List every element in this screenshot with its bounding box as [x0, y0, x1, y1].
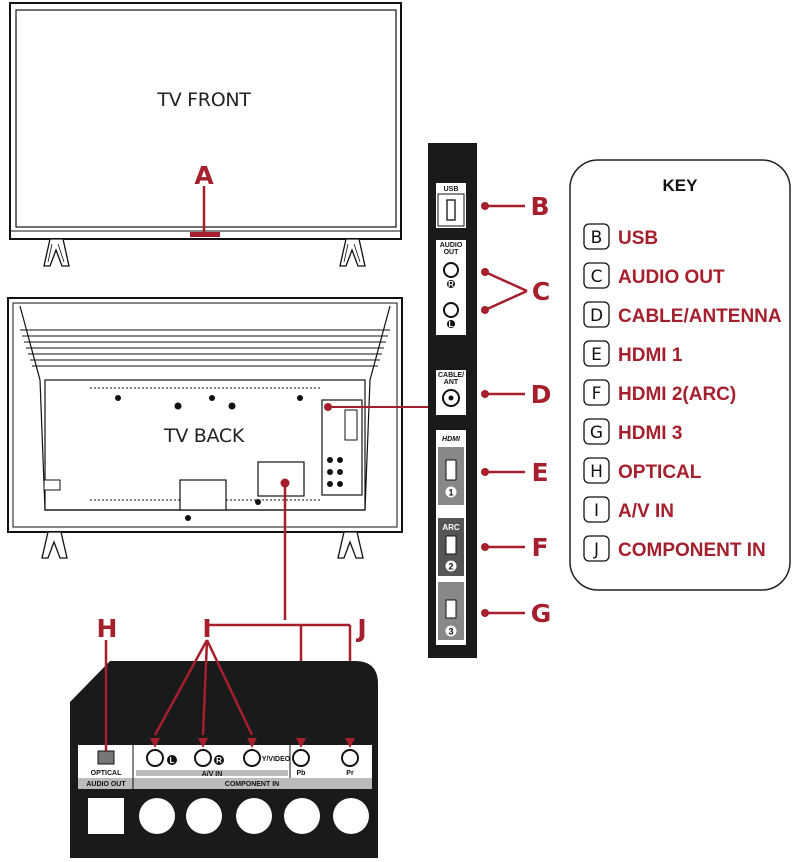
- key-letter-box: [583, 340, 610, 367]
- side-callouts: [481, 202, 528, 617]
- callout-letter-e: E: [531, 458, 548, 487]
- audio-r-label: R: [448, 280, 454, 289]
- leader-back-to-side: [324, 403, 430, 411]
- key-letter-box: [583, 379, 610, 406]
- component-in-label: COMPONENT IN: [225, 781, 279, 788]
- callout-letter-f: F: [531, 533, 548, 562]
- tv-back: TV BACK: [7, 297, 403, 559]
- optical-label: OPTICAL: [91, 770, 122, 777]
- key-letter: D: [590, 306, 603, 326]
- key-letter: I: [594, 501, 599, 521]
- tv-front-label: TV FRONT: [156, 89, 251, 111]
- key-items: B USB C AUDIO OUT D CABLE/ANTENNA E HDMI 1 F HDMI…: [583, 223, 782, 562]
- hdmi1-number: 1: [448, 488, 453, 498]
- hdmi3-number: 3: [448, 627, 453, 637]
- key-item-label: HDMI 2(ARC): [618, 384, 736, 405]
- callout-letter-i: I: [202, 614, 211, 643]
- key-letter: G: [590, 423, 603, 443]
- audio-out-bottom-label: AUDIO OUT: [86, 781, 126, 788]
- key-item: E HDMI 1: [583, 340, 683, 367]
- key-letter-box: [583, 535, 610, 562]
- key-item: J COMPONENT IN: [583, 535, 766, 562]
- av-l-label: L: [170, 756, 175, 765]
- callout-letter-b: B: [530, 192, 549, 221]
- key-letter: J: [593, 540, 599, 560]
- hdmi-arc-label: ARC: [442, 523, 460, 532]
- key-letter-box: [583, 418, 610, 445]
- hdmi2-number: 2: [448, 562, 453, 572]
- bottom-callouts: [104, 639, 355, 751]
- usb-port-label: USB: [444, 186, 459, 193]
- hdmi-logo: HDMI: [442, 436, 461, 443]
- key-item-label: HDMI 1: [618, 345, 683, 366]
- key-item-label: USB: [618, 228, 658, 249]
- key-item: I A/V IN: [583, 496, 674, 523]
- key-title: KEY: [663, 176, 699, 195]
- tv-back-label: TV BACK: [163, 425, 245, 447]
- key-letter-box: [583, 457, 610, 484]
- pb-label: Pb: [297, 770, 306, 777]
- key-item-label: OPTICAL: [618, 462, 702, 483]
- bottom-panel: OPTICAL AUDIO OUT L R Y/VIDEO A/V IN Pb …: [70, 661, 378, 858]
- y-video-label: Y/VIDEO: [262, 756, 291, 763]
- key-item-label: A/V IN: [618, 501, 674, 522]
- side-panel: USB AUDIO OUT R L CABLE/ ANT HDMI 1 ARC …: [428, 143, 477, 658]
- key-letter-box: [583, 496, 610, 523]
- key-item-label: AUDIO OUT: [618, 267, 725, 288]
- key-legend: KEY: [569, 159, 791, 591]
- key-item: F HDMI 2(ARC): [583, 379, 736, 406]
- tv-front: TV FRONT: [9, 2, 402, 267]
- callout-letter-c: C: [532, 277, 550, 306]
- audio-l-label: L: [449, 320, 454, 329]
- key-item: D CABLE/ANTENNA: [583, 301, 782, 328]
- callout-letter-a: A: [194, 161, 214, 190]
- callout-letter-d: D: [531, 380, 552, 409]
- av-in-label: A/V IN: [202, 771, 223, 778]
- callout-letter-h: H: [97, 614, 118, 643]
- key-letter: E: [591, 345, 602, 365]
- key-item: C AUDIO OUT: [583, 262, 725, 289]
- key-item: G HDMI 3: [583, 418, 682, 445]
- key-letter-box: [583, 301, 610, 328]
- key-letter: H: [590, 462, 603, 482]
- cable-label-2: ANT: [444, 379, 459, 386]
- callout-letter-j: J: [355, 614, 366, 643]
- key-letter: B: [591, 228, 603, 248]
- key-letter-box: [583, 223, 610, 250]
- key-letter: C: [591, 267, 603, 287]
- key-letter-box: [583, 262, 610, 289]
- key-letter: F: [592, 384, 602, 404]
- key-item: B USB: [583, 223, 658, 250]
- av-r-label: R: [216, 756, 222, 765]
- key-item-label: COMPONENT IN: [618, 540, 766, 561]
- audio-out-label-2: OUT: [444, 249, 460, 256]
- cable-label-1: CABLE/: [438, 372, 464, 379]
- key-item-label: CABLE/ANTENNA: [618, 306, 782, 327]
- key-item: H OPTICAL: [583, 457, 702, 484]
- pr-label: Pr: [346, 770, 354, 777]
- callout-letter-g: G: [531, 599, 552, 628]
- key-item-label: HDMI 3: [618, 423, 682, 444]
- audio-out-label-1: AUDIO: [440, 242, 463, 249]
- callout-a: A: [194, 161, 214, 232]
